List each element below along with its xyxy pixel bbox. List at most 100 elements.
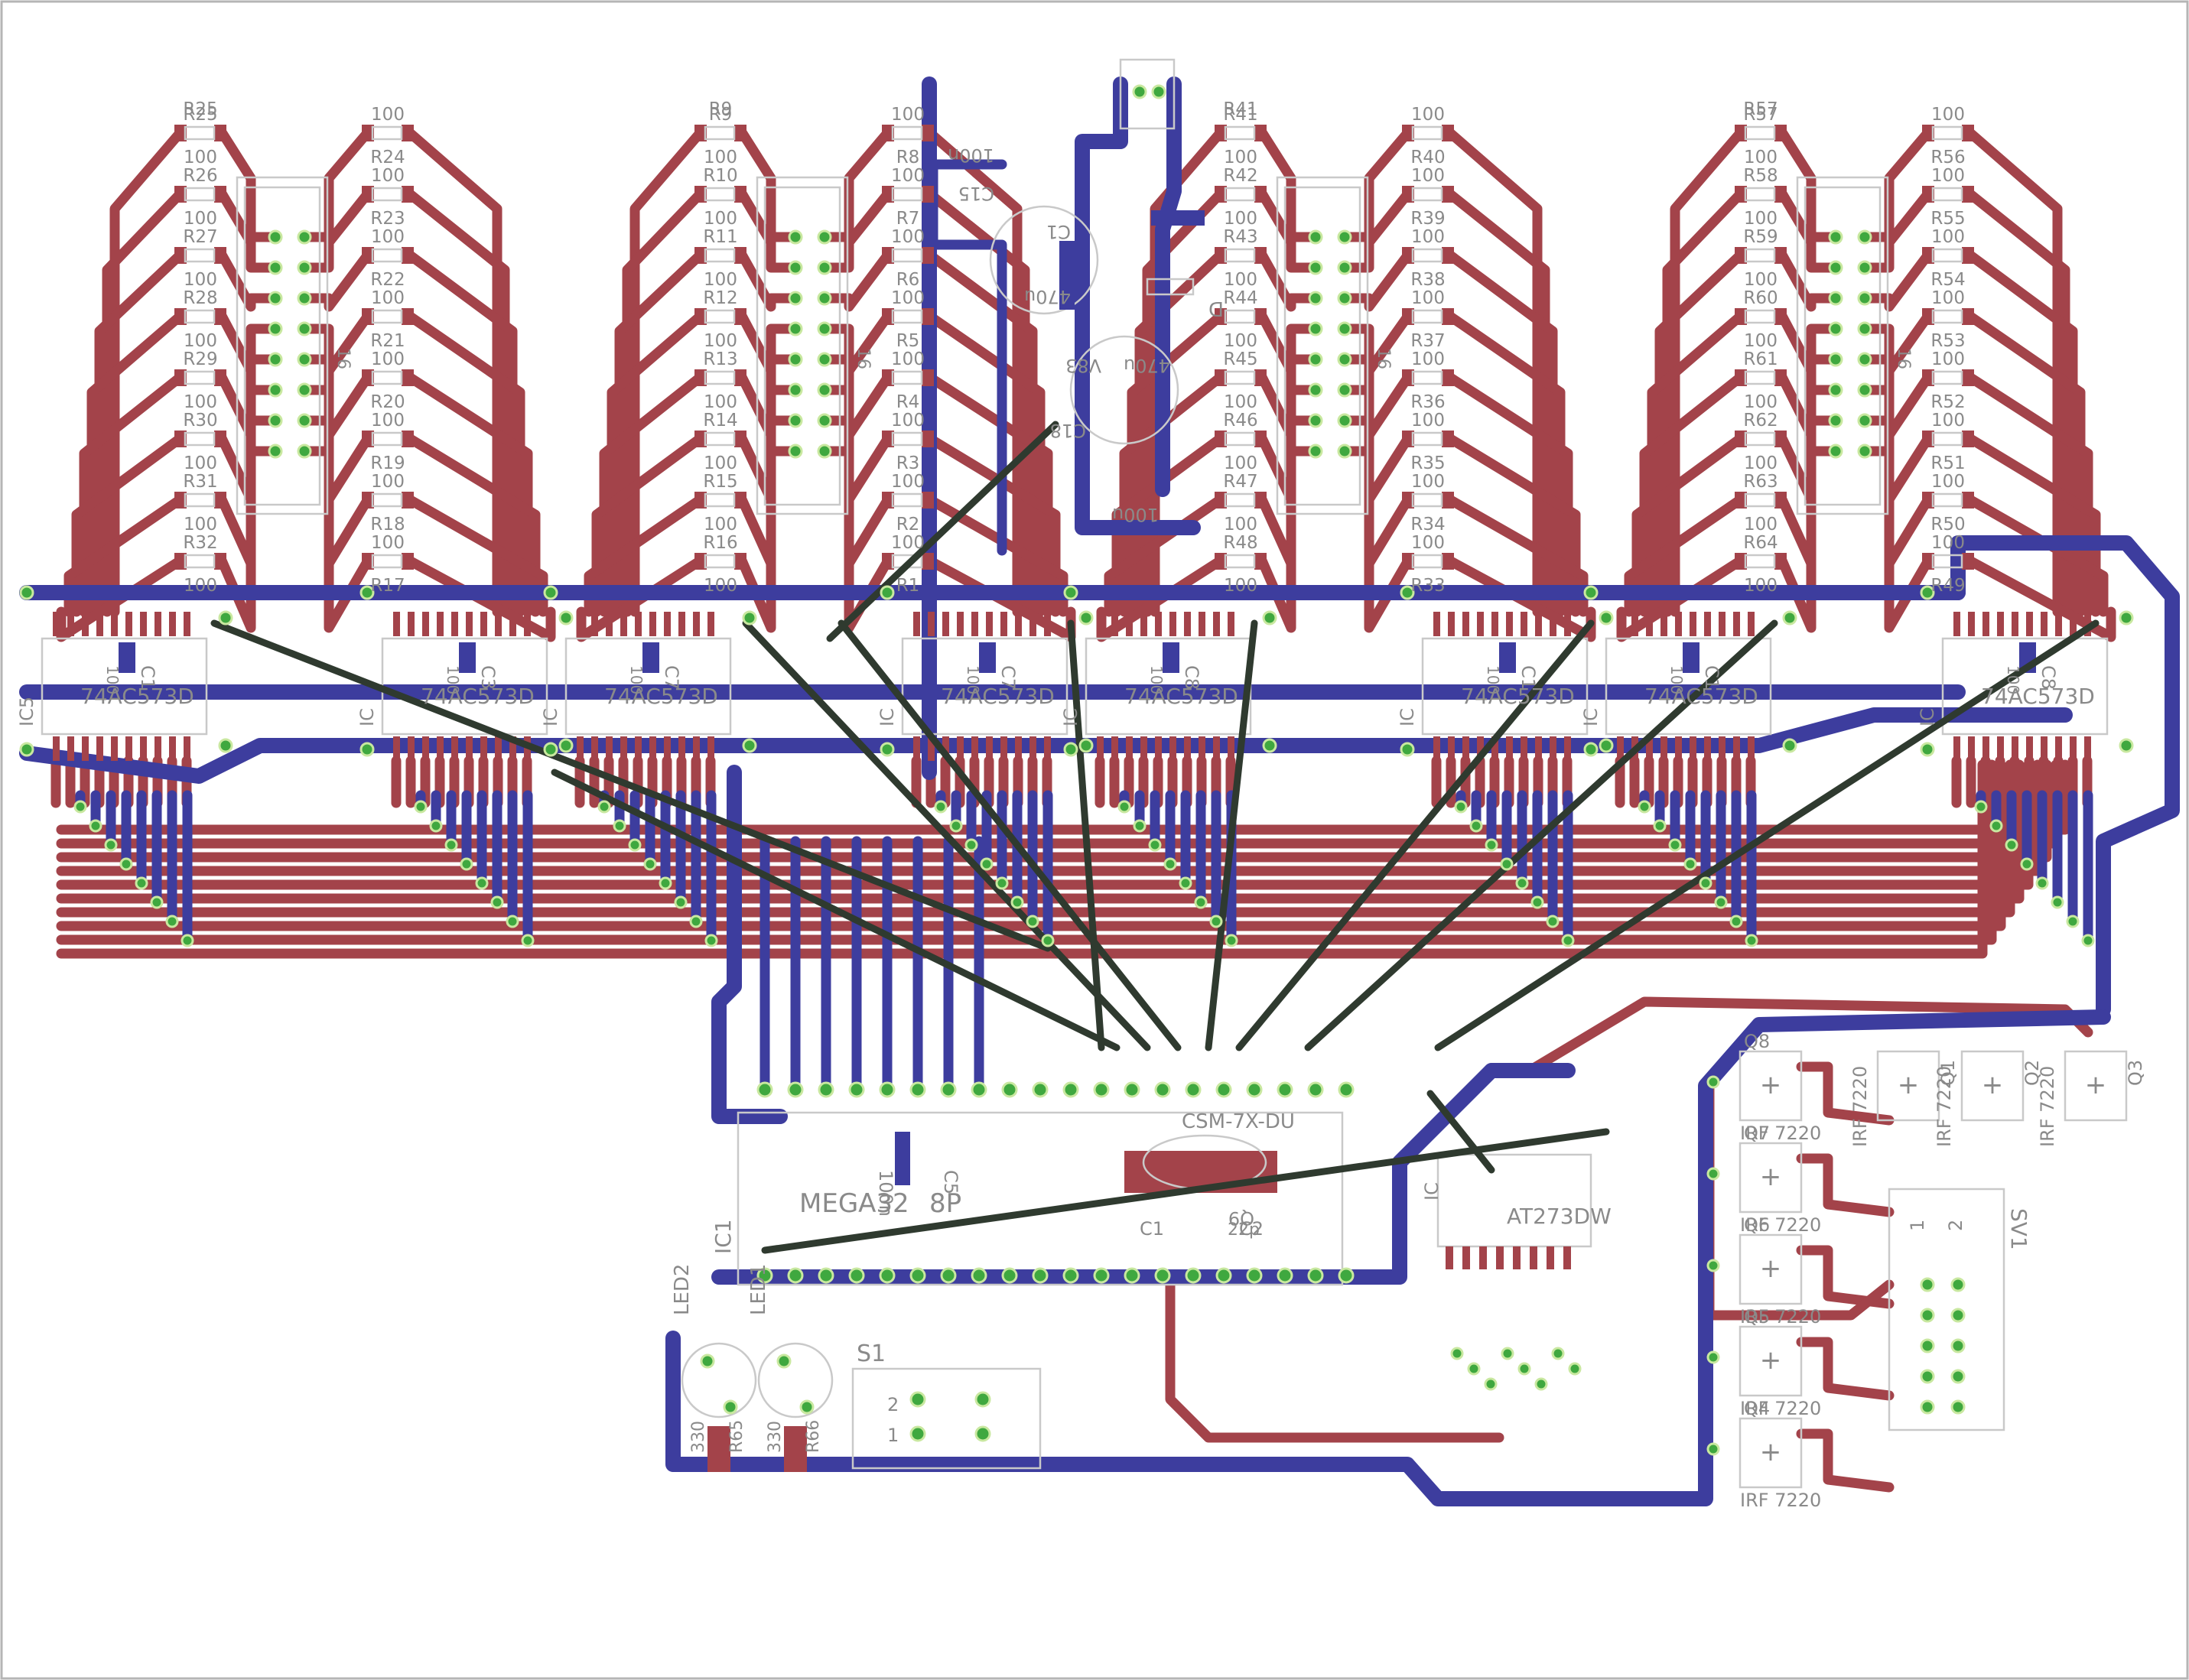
ic-pin xyxy=(1169,612,1176,636)
via xyxy=(1215,1081,1232,1098)
ic-pin xyxy=(1044,612,1051,636)
resistor-body xyxy=(1744,370,1776,385)
socket-outline xyxy=(1796,176,1889,515)
led-label: LED1 xyxy=(747,1264,770,1315)
resistor-pad xyxy=(214,553,226,570)
via xyxy=(475,876,489,890)
mosfet-mark: + xyxy=(1760,1345,1782,1376)
latch-cap-value: 100 xyxy=(1147,665,1166,694)
fanout-trace xyxy=(1639,372,1746,617)
ic-pin xyxy=(678,736,685,761)
ic-pin xyxy=(1477,612,1484,636)
via xyxy=(1062,1267,1079,1284)
via xyxy=(1262,610,1277,626)
driver-pin xyxy=(1563,1246,1571,1269)
via xyxy=(1133,819,1147,833)
resistor-pad xyxy=(1735,247,1747,264)
airwire xyxy=(1426,1090,1495,1174)
resistor-pad xyxy=(214,308,226,325)
ic-pin xyxy=(2012,736,2018,761)
ic-pin xyxy=(1506,736,1513,761)
crystal-part: CSM-7X-DU xyxy=(1182,1110,1295,1133)
ic-pin xyxy=(1564,736,1571,761)
latch-ic-part: 74AC573D xyxy=(941,684,1055,709)
via xyxy=(817,352,832,367)
led-resistor-label: R65 xyxy=(727,1420,746,1453)
resistor-trace xyxy=(1339,310,1413,376)
ic-pin xyxy=(1126,612,1133,636)
resistor-body xyxy=(1744,248,1776,263)
resistor-value: 100 xyxy=(371,472,405,492)
ic-pin xyxy=(1199,736,1205,761)
ic-pin xyxy=(1521,736,1527,761)
ic-pin xyxy=(422,612,429,636)
led-resistor-pad xyxy=(784,1426,807,1472)
resistor-pad xyxy=(174,492,187,509)
resistor-trace xyxy=(299,188,373,273)
fanout-trace xyxy=(1670,127,1746,617)
resistor-pad xyxy=(1254,186,1267,203)
ic-pin xyxy=(154,612,161,636)
via xyxy=(1706,1350,1720,1364)
via xyxy=(1185,1081,1202,1098)
via xyxy=(1706,1075,1720,1089)
resistor-designator: R18 xyxy=(370,515,405,535)
resistor-trace xyxy=(1859,127,1934,242)
via xyxy=(971,1267,987,1284)
ic-pin xyxy=(437,612,444,636)
resistor-value: 100 xyxy=(371,411,405,431)
ic-pin xyxy=(606,736,613,761)
resistor-body xyxy=(1931,554,1963,569)
resistor-pad xyxy=(694,492,707,509)
resistor-trace xyxy=(1859,188,1934,273)
ic-pin xyxy=(2084,736,2091,761)
resistor-body xyxy=(1931,492,1963,508)
resistor-pad xyxy=(694,186,707,203)
via xyxy=(1534,1377,1548,1391)
mosfet-mark: + xyxy=(2085,1070,2107,1100)
latch-ic-designator: IC xyxy=(1060,708,1081,726)
ic-pin xyxy=(1477,736,1484,761)
resistor-value: 100 xyxy=(1224,270,1257,290)
resistor-designator: R13 xyxy=(703,349,737,369)
ic-pin xyxy=(1631,612,1638,636)
resistor-pad xyxy=(1254,247,1267,264)
via xyxy=(1001,1267,1018,1284)
resistor-pad xyxy=(214,125,226,141)
via xyxy=(689,915,703,928)
resistor-value: 100 xyxy=(371,288,405,308)
switch-pin-1: 1 xyxy=(887,1425,899,1446)
via xyxy=(818,1081,834,1098)
data-bus xyxy=(56,759,1988,959)
via xyxy=(1154,1267,1171,1284)
via xyxy=(817,321,832,336)
resistor-designator: R22 xyxy=(370,270,405,290)
ic-pin xyxy=(393,612,400,636)
ic-pin xyxy=(1997,612,2004,636)
ic-pin xyxy=(1029,612,1036,636)
via xyxy=(1683,857,1697,871)
resistor-pad xyxy=(402,247,414,264)
ic-pin xyxy=(82,612,89,636)
resistor-pad xyxy=(1215,553,1227,570)
ic-pin xyxy=(1719,736,1726,761)
cap-c15-label: C15 xyxy=(958,183,994,204)
via xyxy=(788,352,803,367)
ic-pin xyxy=(53,736,60,761)
ic-pin xyxy=(96,736,103,761)
resistor-pad xyxy=(1962,247,1974,264)
via xyxy=(1857,382,1872,398)
resistor-pad xyxy=(1735,431,1747,447)
ic-pin xyxy=(125,736,132,761)
resistor-pad xyxy=(882,553,894,570)
fanout-trace xyxy=(94,249,186,617)
via xyxy=(1920,585,1935,600)
resistor-designator: R50 xyxy=(1930,515,1965,535)
fanout-trace xyxy=(1964,372,2093,617)
resistor-designator: R36 xyxy=(1410,392,1445,412)
via xyxy=(1950,1338,1966,1353)
via xyxy=(506,915,519,928)
resistor-body xyxy=(1744,554,1776,569)
resistor-pad xyxy=(922,431,934,447)
resistor-trace xyxy=(299,310,373,376)
